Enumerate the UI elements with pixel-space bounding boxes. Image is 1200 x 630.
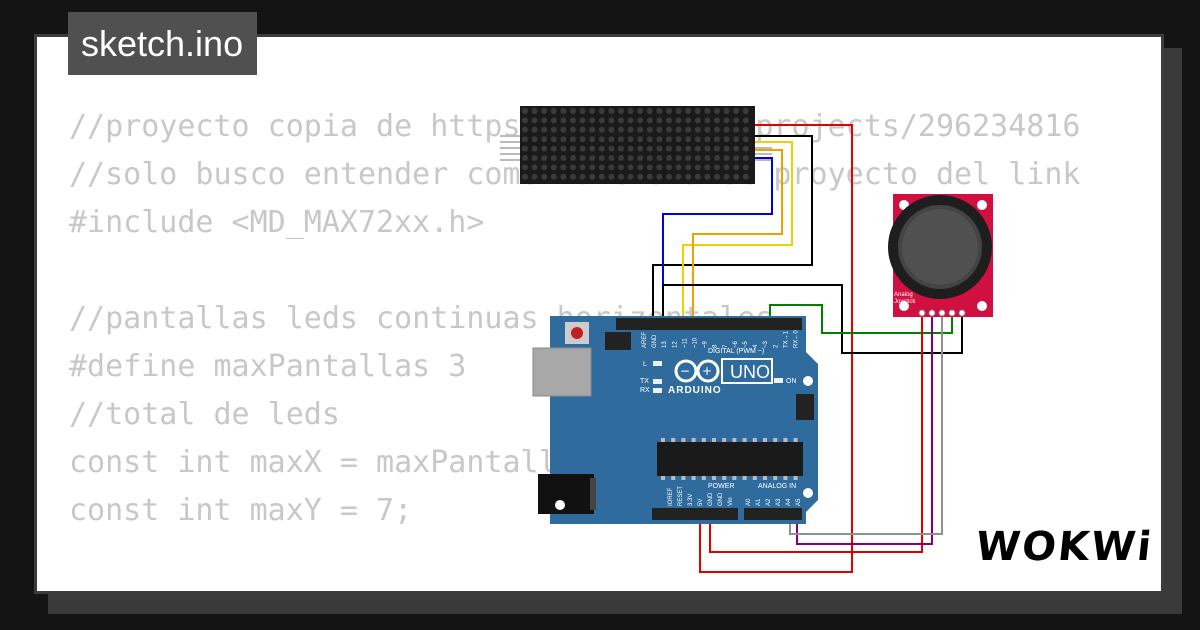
- led-rx-label: RX: [640, 387, 650, 394]
- pin-label: A0: [746, 498, 752, 506]
- pin-label: GND: [718, 492, 724, 506]
- pin-label: RESET: [678, 486, 684, 506]
- pin-label: 3.3V: [688, 494, 694, 506]
- pin-label: A5: [796, 498, 802, 506]
- power-pin-labels: IOREF RESET 3.3V 5V GND GND Vin: [668, 486, 734, 506]
- wire-black-joy: [662, 284, 963, 354]
- code-line: const int maxY = 7;: [69, 493, 413, 528]
- code-preview: //proyecto copia de https://wokwi.com/pr…: [69, 103, 1080, 591]
- analog-label: ANALOG IN: [758, 483, 796, 490]
- pin-label: Vin: [728, 497, 734, 506]
- pin-label: ~6: [733, 340, 739, 348]
- board-model-label: UNO: [730, 362, 770, 382]
- pin-label: ~9: [703, 340, 709, 348]
- pin-label: 5V: [698, 499, 704, 506]
- file-name-tab: sketch.ino: [68, 12, 258, 75]
- svg-text:−: −: [680, 364, 690, 378]
- led-matrix: [500, 106, 772, 184]
- code-line: #define maxPantallas 3: [69, 349, 467, 384]
- wire-red-vcc: [699, 124, 853, 573]
- pin-label: RX←0: [794, 330, 800, 348]
- pin-label: ~10: [693, 337, 699, 348]
- code-line: #include <MD_MAX72xx.h>: [69, 205, 485, 240]
- arduino-uno-board: − + UNO ARDUINO DIGITAL (PWM ~) POWER AN…: [532, 316, 818, 524]
- wire-blue: [662, 157, 773, 325]
- pin-label: ~11: [682, 338, 688, 348]
- pin-label: 13: [662, 341, 668, 348]
- pin-label: A2: [766, 498, 772, 506]
- pin-label: 4: [753, 344, 759, 348]
- on-led-label: ON: [786, 378, 797, 385]
- pin-label: A1: [756, 498, 762, 506]
- analog-pin-labels: A0 A1 A2 A3 A4 A5: [746, 498, 802, 506]
- wire-black-gnd: [652, 135, 813, 325]
- svg-text:+: +: [702, 364, 712, 378]
- wire-green: [769, 304, 953, 334]
- pin-label: TX→1: [783, 330, 789, 348]
- pin-label: A4: [786, 498, 792, 506]
- wire-purple: [796, 315, 933, 545]
- wire-red-joy: [709, 315, 923, 553]
- pin-label: ~3: [763, 340, 769, 348]
- pin-label: A3: [776, 498, 782, 506]
- power-label: POWER: [708, 483, 734, 490]
- pin-label: GND: [708, 492, 714, 506]
- board-brand-label: ARDUINO: [668, 385, 722, 396]
- code-line: //total de leds: [69, 397, 340, 432]
- pin-label: 12: [672, 341, 678, 348]
- analog-joystick: Analog Joystick: [888, 194, 993, 317]
- digital-label: DIGITAL (PWM ~): [708, 348, 764, 355]
- joystick-label-2: Joystick: [894, 299, 916, 305]
- pin-label: 2: [773, 344, 779, 348]
- pin-label: AREF: [642, 332, 648, 348]
- wire-orange: [692, 149, 783, 325]
- led-tx-label: TX: [640, 378, 649, 385]
- wokwi-logo: WOKWi: [973, 524, 1156, 570]
- pin-label: IOREF: [668, 487, 674, 506]
- pin-label: ~5: [743, 340, 749, 348]
- joystick-label-1: Analog: [894, 292, 913, 298]
- code-line: //declaracion de pantallas: [69, 583, 1080, 591]
- pin-label: 8: [713, 344, 719, 348]
- pin-label: 7: [723, 344, 729, 348]
- led-l-label: L: [643, 361, 647, 368]
- wire-yellow: [682, 141, 793, 325]
- pin-label: GND: [652, 334, 658, 348]
